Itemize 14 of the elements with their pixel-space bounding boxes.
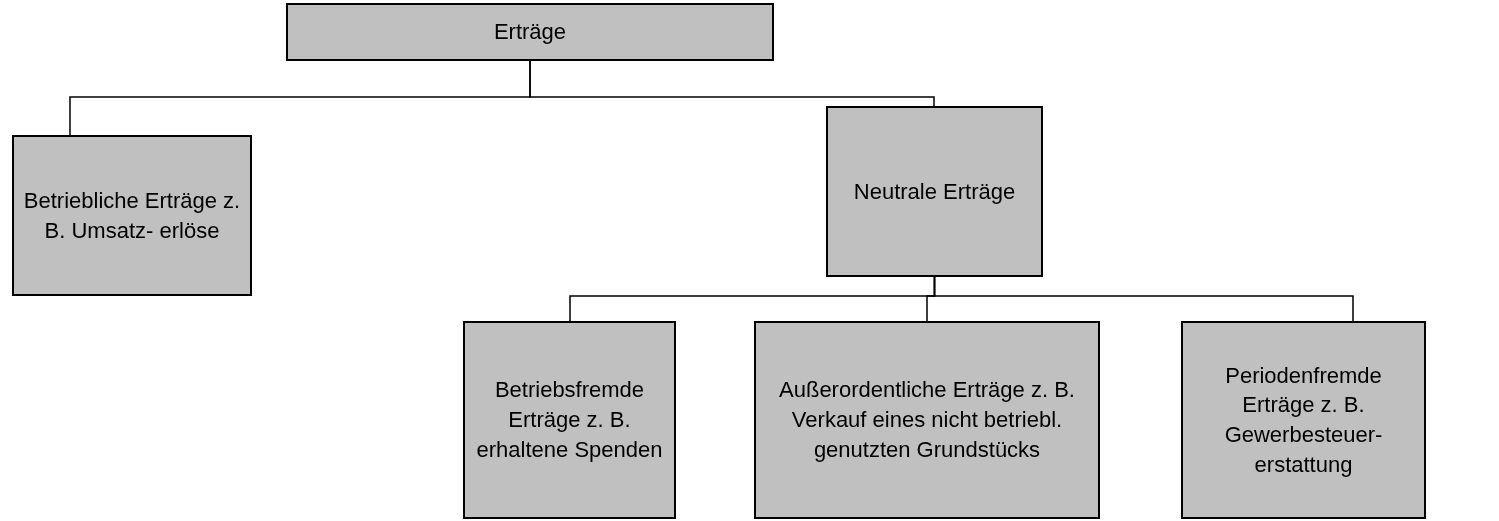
- connector-line: [529, 60, 935, 107]
- category-box: [286, 3, 774, 61]
- box-label: Betriebliche Erträge z. B. Umsatz- erlöse: [22, 186, 242, 245]
- connector-line: [933, 276, 1354, 322]
- category-box: [826, 106, 1043, 277]
- category-box: [754, 321, 1100, 519]
- box-label: Neutrale Erträge: [853, 177, 1016, 206]
- category-box: [1181, 321, 1426, 519]
- box-label: Erträge: [493, 18, 567, 47]
- box-label: Betriebsfremde Erträge z. B. erhaltene Spenden: [475, 376, 664, 464]
- category-box: [12, 135, 252, 296]
- box-label: Periodenfremde Erträge z. B. Gewerbesteuer- erstattung: [1223, 361, 1384, 479]
- category-box: [463, 321, 676, 519]
- box-label: Außerordentliche Erträge z. B. Verkauf eines nicht betriebl. genutzten Grundstücks: [778, 376, 1076, 464]
